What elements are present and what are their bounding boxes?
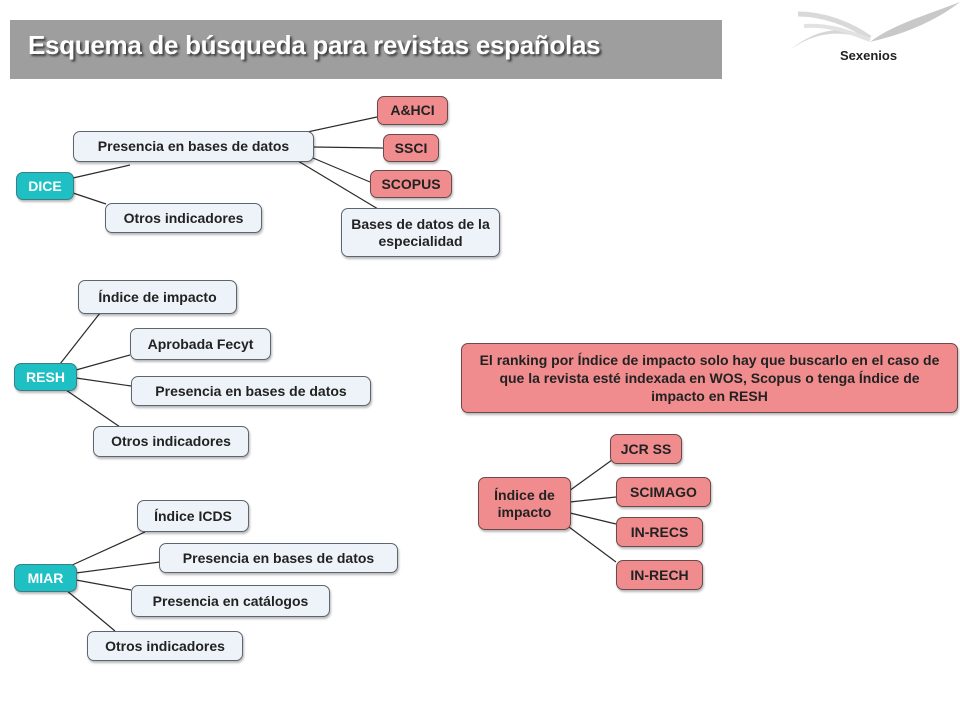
node-resh: RESH [14,363,77,391]
node-dice-especialidad: Bases de datos de la especialidad [341,208,500,257]
node-miar: MIAR [14,564,77,592]
node-dice-scopus: SCOPUS [370,170,452,198]
note-ranking: El ranking por Índice de impacto solo ha… [461,343,958,413]
open-book-icon [790,2,960,50]
node-impacto-jcr: JCR SS [610,434,682,464]
node-impacto-inrech: IN-RECH [616,560,703,590]
node-dice-presencia: Presencia en bases de datos [73,131,314,162]
node-dice-otros: Otros indicadores [105,203,262,233]
node-dice-ahci: A&HCI [377,96,448,125]
node-resh-presencia: Presencia en bases de datos [131,376,371,406]
node-miar-catalogos: Presencia en catálogos [131,585,330,617]
node-resh-fecyt: Aprobada Fecyt [130,328,271,360]
node-miar-icds: Índice ICDS [137,500,249,532]
node-resh-otros: Otros indicadores [93,426,249,457]
node-miar-otros: Otros indicadores [87,631,243,661]
node-resh-impacto: Índice de impacto [78,280,237,314]
node-impacto-inrecs: IN-RECS [616,517,703,547]
title-bar: Esquema de búsqueda para revistas españo… [10,20,722,79]
node-impacto: Índice de impacto [478,477,571,530]
page-title: Esquema de búsqueda para revistas españo… [28,30,601,60]
node-impacto-scimago: SCIMAGO [616,477,711,507]
node-dice-ssci: SSCI [383,134,439,162]
logo-label: Sexenios [840,48,898,63]
node-dice: DICE [16,172,74,200]
node-miar-presencia: Presencia en bases de datos [159,543,398,573]
